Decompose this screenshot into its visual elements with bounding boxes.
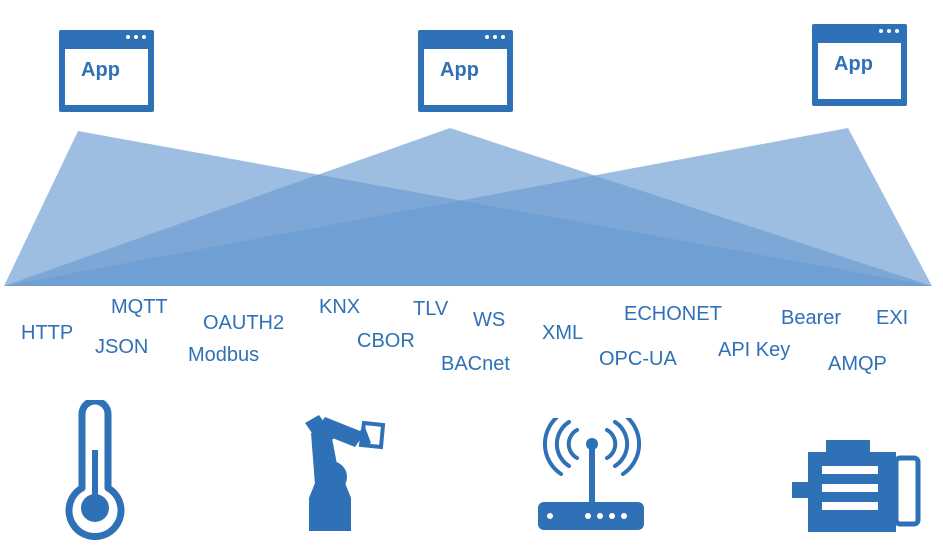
protocol-label: BACnet bbox=[441, 353, 510, 375]
connection-fan bbox=[4, 128, 932, 286]
protocol-label: EXI bbox=[876, 307, 909, 329]
protocol-label: OPC-UA bbox=[599, 348, 677, 370]
protocol-label: ECHONET bbox=[624, 303, 722, 325]
electric-motor-icon bbox=[792, 440, 921, 532]
protocol-label: CBOR bbox=[357, 330, 415, 352]
app-window-middle: App bbox=[418, 30, 513, 112]
app-label: App bbox=[81, 58, 120, 81]
app-window-right: App bbox=[812, 24, 907, 106]
fan-triangle-right bbox=[4, 128, 932, 286]
robot-arm-icon bbox=[305, 415, 386, 531]
app-label: App bbox=[834, 52, 873, 75]
protocol-label: AMQP bbox=[828, 353, 887, 375]
window-dots-icon bbox=[879, 29, 899, 33]
protocol-label: TLV bbox=[413, 298, 449, 320]
protocol-label: OAUTH2 bbox=[203, 312, 285, 334]
wireless-router-icon bbox=[538, 418, 644, 530]
protocol-label: MQTT bbox=[111, 296, 168, 318]
window-dots-icon bbox=[126, 35, 146, 39]
protocol-label: Bearer bbox=[781, 307, 842, 329]
protocol-label: API Key bbox=[718, 339, 791, 361]
thermometer-icon bbox=[65, 400, 125, 540]
protocol-label: KNX bbox=[319, 296, 361, 318]
protocol-label: WS bbox=[473, 309, 506, 331]
protocol-label: HTTP bbox=[21, 322, 74, 344]
app-label: App bbox=[440, 58, 479, 81]
window-dots-icon bbox=[485, 35, 505, 39]
protocol-label: JSON bbox=[95, 336, 149, 358]
protocol-label: XML bbox=[542, 322, 584, 344]
protocol-label: Modbus bbox=[188, 344, 260, 366]
app-window-left: App bbox=[59, 30, 154, 112]
